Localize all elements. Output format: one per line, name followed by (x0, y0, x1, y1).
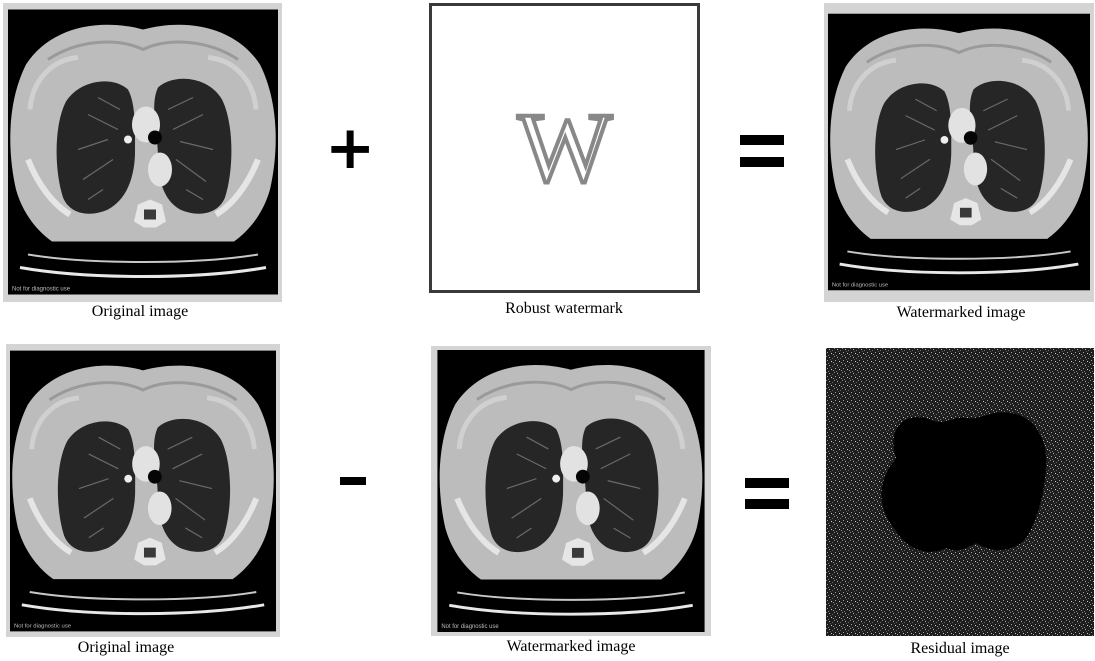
equals-operator-bottom (745, 478, 789, 510)
caption-bottom-original: Original image (0, 639, 276, 657)
plus-operator: + (325, 118, 375, 178)
caption-residual: Residual image (810, 640, 1095, 658)
caption-top-original: Original image (0, 303, 290, 321)
equals-operator-top (740, 135, 784, 169)
ct-watermarked-image: Not for diagnostic use (824, 3, 1094, 302)
ct-overlay-text: Not for diagnostic use (14, 623, 72, 629)
ct-overlay-text: Not for diagnostic use (12, 287, 71, 293)
watermark-box: W (429, 3, 700, 293)
residual-image (826, 348, 1094, 636)
ct-original-image: Not for diagnostic use (3, 3, 282, 302)
watermark-letter: W (517, 93, 612, 203)
ct-watermarked-image-bottom: Not for diagnostic use (431, 346, 711, 636)
caption-robust-watermark: Robust watermark (414, 300, 714, 318)
caption-bottom-watermarked: Watermarked image (421, 638, 721, 656)
watermark-letter-graphic: W (505, 93, 625, 203)
ct-overlay-text: Not for diagnostic use (441, 624, 499, 630)
ct-overlay-text: Not for diagnostic use (832, 282, 888, 288)
caption-top-watermarked: Watermarked image (811, 304, 1095, 322)
minus-operator (340, 477, 366, 485)
ct-original-image-bottom: Not for diagnostic use (6, 344, 280, 637)
